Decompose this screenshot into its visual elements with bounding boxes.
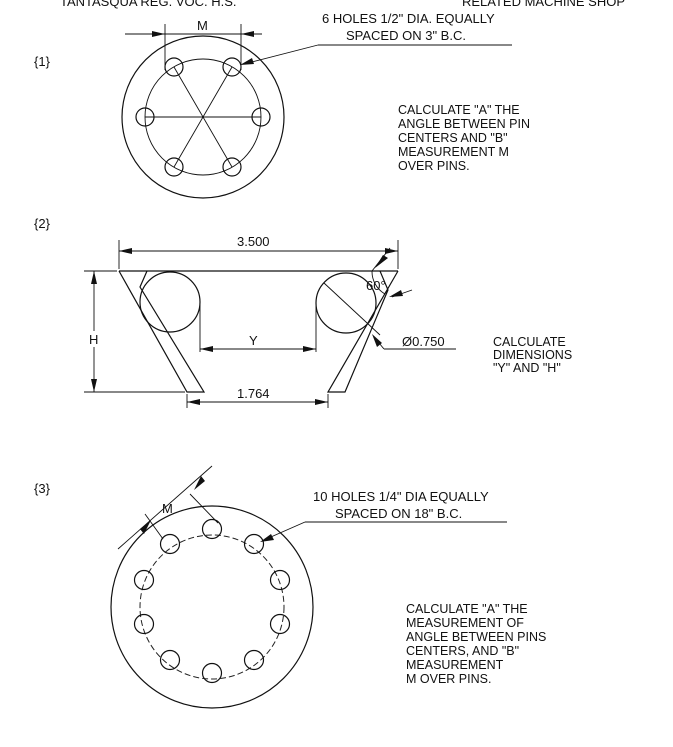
p3-hole — [243, 533, 265, 555]
p2-y-arrow-right — [303, 346, 316, 352]
p2-instruction-line: "Y" AND "H" — [493, 361, 561, 375]
p1-hole — [164, 157, 184, 177]
header-right-text: RELATED MACHINE SHOP — [462, 0, 625, 9]
p3-hole — [159, 533, 181, 555]
p2-bottom-arrow-left — [187, 399, 200, 405]
p2-y-arrow-left — [200, 346, 213, 352]
p2-block-right — [326, 270, 399, 393]
problem-2-number: {2} — [34, 216, 51, 231]
p2-h-label-bg — [86, 331, 102, 347]
p3-hole — [159, 649, 181, 671]
p1-instruction-line: OVER PINS. — [398, 159, 470, 173]
p2-angle-label: 60° — [366, 278, 386, 293]
p3-instruction-line: ANGLE BETWEEN PINS — [406, 630, 546, 644]
p3-callout-line2: SPACED ON 18" B.C. — [335, 506, 462, 521]
p1-instruction-line: ANGLE BETWEEN PIN — [398, 117, 530, 131]
p3-hole — [243, 649, 265, 671]
problem-3: {3} M 10 HOLES 1/4" DIA EQUALLY SPACED — [34, 465, 546, 709]
p2-instruction-line: DIMENSIONS — [493, 348, 572, 362]
p2-pin-left — [139, 271, 201, 333]
p3-m-arrow-a — [140, 520, 151, 534]
problem-2: {2} 3.500 60° H — [34, 216, 572, 408]
p1-instruction-line: CALCULATE "A" THE — [398, 103, 520, 117]
p1-hole — [251, 107, 271, 127]
p1-callout-leader — [243, 44, 319, 65]
p2-y-label: Y — [249, 333, 258, 348]
p1-m-arrow-left — [152, 31, 165, 37]
p3-m-arrow-b — [194, 476, 205, 490]
p1-m-arrow-right — [241, 31, 254, 37]
p3-m-dimension-line — [117, 465, 213, 550]
p2-h-arrow-bottom — [91, 379, 97, 392]
p2-pin-dia-line — [323, 282, 381, 336]
p2-top-arrow-left — [119, 248, 132, 254]
p2-h-arrow-top — [91, 271, 97, 284]
p1-hole — [135, 107, 155, 127]
p3-instruction-line: CALCULATE "A" THE — [406, 602, 528, 616]
problem-1-number: {1} — [34, 54, 51, 69]
p1-hole — [222, 157, 242, 177]
p1-instruction-line: CENTERS AND "B" — [398, 131, 508, 145]
p2-instructions: CALCULATE DIMENSIONS "Y" AND "H" — [493, 335, 572, 375]
p3-outer-circle — [110, 505, 314, 709]
p1-centerline-d2 — [173, 66, 233, 168]
p3-hole — [269, 569, 291, 591]
p2-top-arrow-right — [385, 248, 398, 254]
p3-hole — [133, 569, 155, 591]
problem-1: {1} M 6 HOLES 1/2" DIA. EQUALLY SPACED O… — [34, 11, 530, 199]
p1-callout-line2: SPACED ON 3" B.C. — [346, 28, 466, 43]
p2-h-label: H — [89, 332, 98, 347]
p2-dia-label: Ø0.750 — [402, 334, 445, 349]
p3-instructions: CALCULATE "A" THE MEASUREMENT OF ANGLE B… — [406, 602, 546, 686]
p2-dia-arrow — [372, 334, 382, 347]
p3-instruction-line: MEASUREMENT OF — [406, 616, 524, 630]
p2-top-dim-label: 3.500 — [237, 234, 270, 249]
p3-instruction-line: CENTERS, AND "B" — [406, 644, 519, 658]
header-left-text: TANTASQUA REG. VOC. H.S. — [60, 0, 237, 9]
p3-hole — [269, 613, 291, 635]
p2-bottom-arrow-right — [315, 399, 328, 405]
p3-bolt-circle — [139, 534, 285, 680]
p3-callout-line1: 10 HOLES 1/4" DIA EQUALLY — [313, 489, 489, 504]
p3-instruction-line: M OVER PINS. — [406, 672, 491, 686]
p3-hole — [133, 613, 155, 635]
p1-instructions: CALCULATE "A" THE ANGLE BETWEEN PIN CENT… — [398, 103, 530, 173]
p1-outer-circle — [121, 35, 285, 199]
p3-m-label: M — [162, 501, 173, 516]
p1-callout-line1: 6 HOLES 1/2" DIA. EQUALLY — [322, 11, 495, 26]
p3-ext-2 — [189, 493, 219, 524]
p2-angle-arrow-right — [389, 290, 403, 297]
p1-m-label: M — [197, 18, 208, 33]
p3-hole — [201, 518, 223, 540]
p2-angle-arrow-top — [375, 255, 388, 268]
p3-holes — [133, 518, 291, 684]
p1-instruction-line: MEASUREMENT M — [398, 145, 509, 159]
p2-instruction-line: CALCULATE — [493, 335, 566, 349]
p2-block-left — [118, 270, 206, 393]
p1-holes — [135, 57, 271, 177]
p2-angle-arc — [371, 270, 386, 295]
p3-callout-arrow — [260, 534, 274, 542]
p3-ext-1 — [144, 513, 164, 540]
p3-hole — [201, 662, 223, 684]
p1-callout-arrow — [240, 58, 254, 65]
problem-3-number: {3} — [34, 481, 51, 496]
p3-instruction-line: MEASUREMENT — [406, 658, 504, 672]
p2-bottom-dim-label: 1.764 — [237, 386, 270, 401]
